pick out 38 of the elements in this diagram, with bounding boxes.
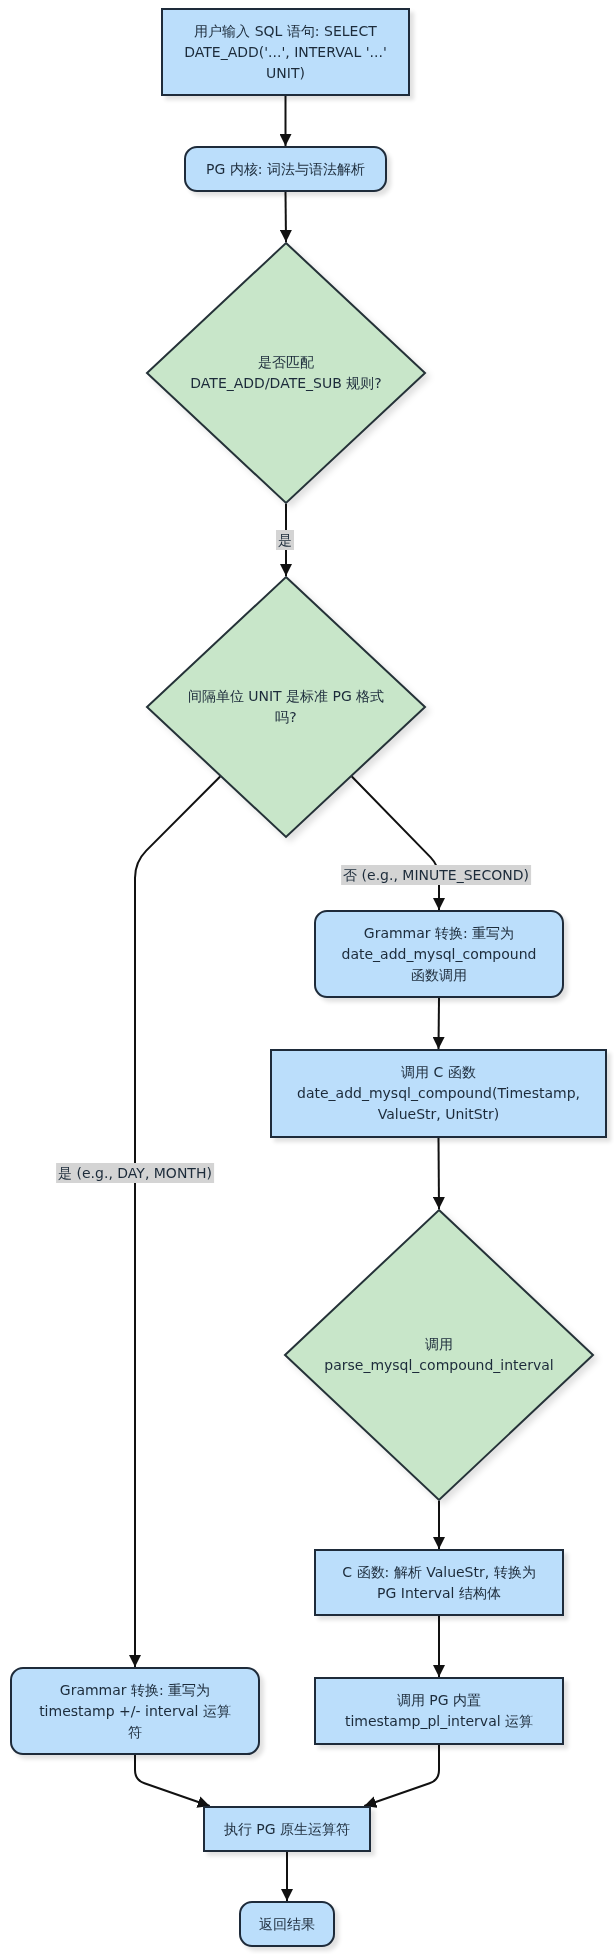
rounded-step-box	[184, 146, 387, 192]
rounded-step-box	[314, 910, 564, 998]
decision-label: 间隔单位 UNIT 是标准 PG 格式吗?	[186, 687, 386, 727]
decision-label: 是否匹配 DATE_ADD/DATE_SUB 规则?	[189, 353, 383, 393]
step-label: 执行 PG 原生运算符	[223, 1819, 351, 1839]
arrow	[279, 191, 292, 243]
arrow	[281, 1851, 293, 1902]
decision-diamond	[146, 242, 426, 504]
rounded-step-box	[239, 1901, 335, 1947]
rounded-step-box	[10, 1667, 260, 1755]
arrow	[279, 95, 292, 147]
step-label: 调用 C 函数 date_add_mysql_compound(Timestamp, ValueStr, UnitStr)	[296, 1063, 581, 1124]
arrow	[350, 775, 445, 911]
arrow	[134, 1754, 211, 1808]
process-box	[270, 1049, 607, 1138]
edge-label: 是	[276, 530, 294, 550]
decision-diamond	[146, 576, 426, 838]
step-label: C 函数: 解析 ValueStr, 转换为 PG Interval 结构体	[341, 1562, 537, 1603]
arrow	[433, 1615, 445, 1678]
step-label: Grammar 转换: 重写为 timestamp +/- interval 运算符	[38, 1680, 232, 1742]
process-box	[314, 1549, 564, 1616]
process-box	[161, 8, 410, 96]
step-label: 调用 PG 内置 timestamp_pl_interval 运算	[343, 1691, 535, 1731]
step-label: 返回结果	[259, 1914, 315, 1934]
process-box	[203, 1806, 371, 1852]
arrow	[129, 775, 222, 1668]
arrow	[363, 1744, 440, 1808]
step-label: PG 内核: 词法与语法解析	[206, 159, 365, 179]
edge-label: 否 (e.g., MINUTE_SECOND)	[341, 865, 531, 885]
step-label: Grammar 转换: 重写为 date_add_mysql_compound 函数调用	[340, 923, 538, 985]
decision-label: 调用 parse_mysql_compound_interval	[323, 1335, 555, 1375]
step-label: 用户输入 SQL 语句: SELECT DATE_ADD('...', INTERVAL '...' UNIT)	[183, 21, 388, 83]
arrow	[433, 1500, 445, 1550]
edge-label: 是 (e.g., DAY, MONTH)	[56, 1163, 214, 1183]
arrow	[432, 1137, 445, 1210]
process-box	[314, 1677, 564, 1745]
decision-diamond	[284, 1209, 594, 1501]
arrow	[432, 997, 445, 1050]
